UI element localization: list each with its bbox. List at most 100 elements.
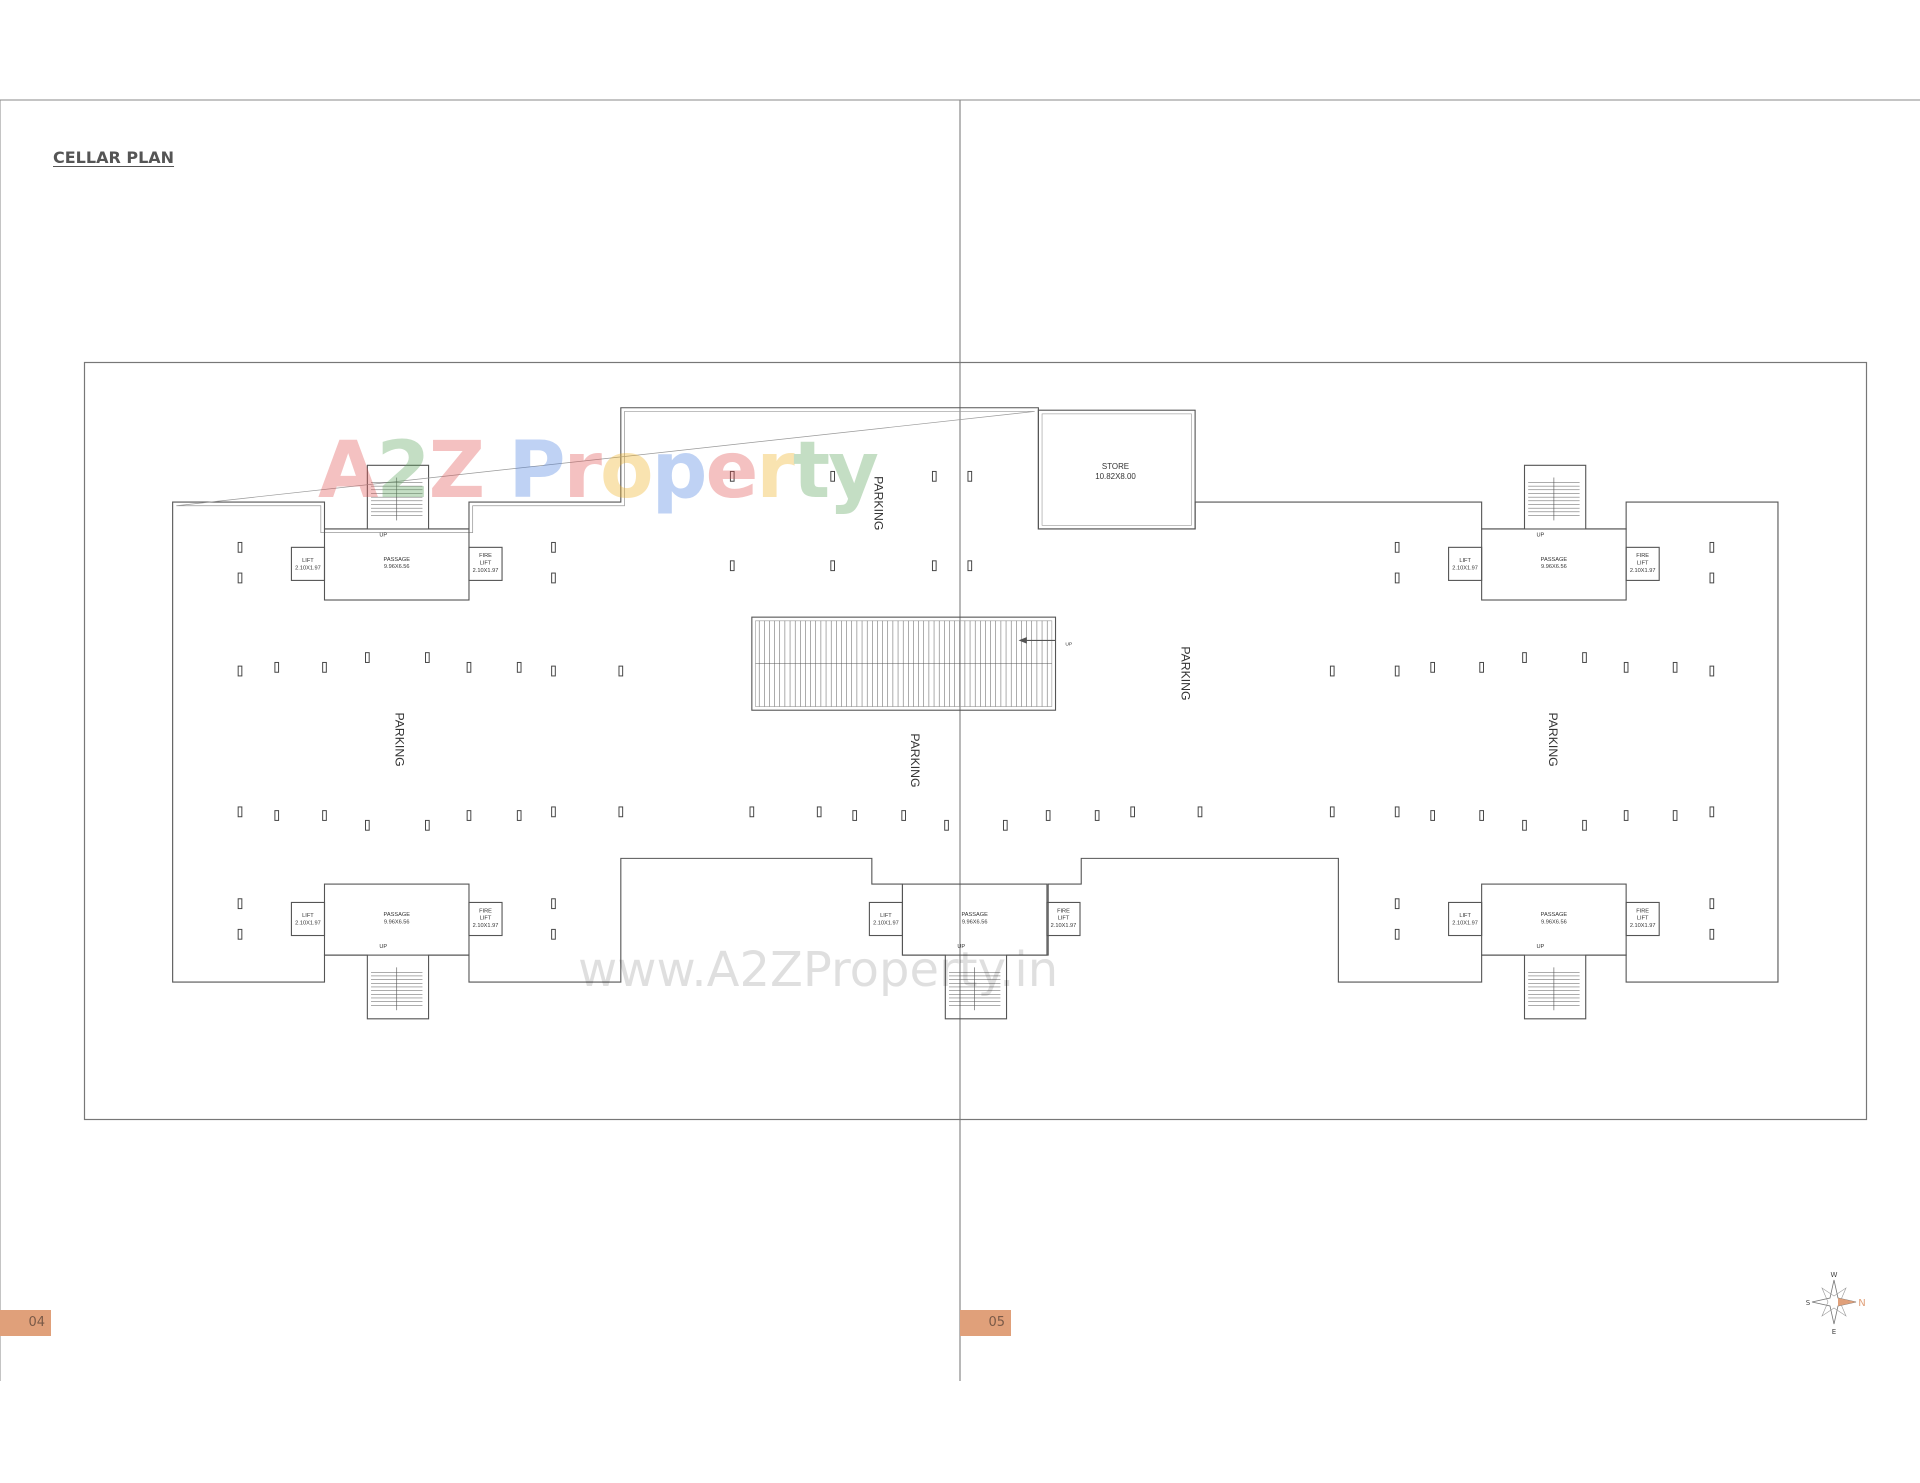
structural-column <box>1329 665 1335 677</box>
structural-column <box>967 560 973 572</box>
fire-lift-name: LIFT <box>1058 916 1070 922</box>
structural-column <box>1130 806 1135 818</box>
fire-lift-name: FIRE <box>479 553 492 559</box>
fire-lift-shaft <box>1046 901 1081 937</box>
structural-column <box>237 928 243 940</box>
structural-column <box>816 806 822 818</box>
page-number-right: 05 <box>960 1310 1011 1336</box>
compass-inner-icon <box>1821 1287 1847 1317</box>
lift-size: 2.10X1.97 <box>873 920 899 926</box>
staircase <box>1528 967 1580 1011</box>
fire-lift-name: FIRE <box>1636 908 1649 914</box>
staircase <box>948 967 1001 1011</box>
structural-column <box>1672 661 1678 673</box>
structural-column <box>237 541 243 553</box>
passage-name: PASSAGE <box>1541 912 1568 918</box>
stair-up-label: UP <box>957 944 965 950</box>
parking-label: PARKING <box>393 713 407 767</box>
compass-north: N <box>1858 1298 1865 1309</box>
watermark-logo: A2Z Property <box>318 426 879 516</box>
structural-column <box>1394 898 1400 910</box>
passage-size: 9.96X6.56 <box>1541 919 1567 925</box>
structural-column <box>1709 928 1715 940</box>
store-size: 10.82X8.00 <box>1095 472 1136 481</box>
structural-column <box>1094 810 1100 821</box>
structural-column <box>729 470 735 482</box>
passage-size: 9.96X6.56 <box>384 919 410 925</box>
lift-size: 2.10X1.97 <box>1452 920 1478 926</box>
store-inner-wall <box>1041 413 1192 526</box>
compass-east: E <box>1832 1328 1836 1336</box>
structural-column <box>1479 661 1484 673</box>
structural-column <box>1329 806 1335 818</box>
structural-column <box>901 810 907 821</box>
staircase <box>371 967 423 1011</box>
arrow-head-icon <box>1018 637 1027 644</box>
passage-name: PASSAGE <box>961 912 988 918</box>
lift-size: 2.10X1.97 <box>1452 565 1478 571</box>
structural-column <box>466 661 472 673</box>
plan-frame <box>83 361 1868 1121</box>
page-number-left: 04 <box>0 1310 51 1336</box>
structural-column <box>1430 661 1435 673</box>
passage-name: PASSAGE <box>384 557 411 563</box>
structural-column <box>425 819 430 831</box>
structural-column <box>1394 928 1400 940</box>
structural-column <box>516 661 522 673</box>
structural-column <box>425 652 430 663</box>
structural-column <box>365 652 370 663</box>
structural-column <box>551 665 556 677</box>
lift-name: LIFT <box>302 913 314 919</box>
structural-column <box>830 470 835 482</box>
structural-column <box>931 560 937 572</box>
north-arrow-icon <box>1838 1298 1856 1306</box>
structural-column <box>237 572 243 584</box>
fire-lift-shaft <box>1625 901 1660 937</box>
compass: W S E N <box>1806 1271 1866 1336</box>
fire-lift-shaft <box>468 546 503 581</box>
inner-wall-line <box>176 411 1035 534</box>
structural-column <box>365 819 370 831</box>
structural-column <box>1197 806 1203 818</box>
structural-column <box>967 470 973 482</box>
structural-column <box>1672 810 1678 821</box>
structural-column <box>551 572 556 584</box>
structural-column <box>237 665 243 677</box>
fire-lift-shaft <box>1625 546 1660 581</box>
staircase <box>1528 477 1580 521</box>
passage-name: PASSAGE <box>1541 557 1568 563</box>
fire-lift-name: LIFT <box>1637 560 1649 566</box>
passage-name: PASSAGE <box>384 912 411 918</box>
stair-up-label: UP <box>379 532 387 538</box>
structural-column <box>322 661 327 673</box>
structural-column <box>551 928 556 940</box>
structural-column <box>1479 810 1484 821</box>
structural-column <box>1623 810 1629 821</box>
structural-column <box>274 810 280 821</box>
compass-star-icon <box>1811 1279 1857 1325</box>
structural-column <box>516 810 522 821</box>
structural-column <box>1394 541 1400 553</box>
compass-south: S <box>1806 1299 1811 1307</box>
lift-size: 2.10X1.97 <box>295 920 321 926</box>
structural-column <box>749 806 755 818</box>
structural-column <box>1394 806 1400 818</box>
lift-shaft <box>290 546 326 581</box>
lift-shaft <box>1448 546 1483 581</box>
stair-up-label: UP <box>1537 532 1545 538</box>
staircase <box>371 477 423 521</box>
structural-column <box>1394 572 1400 584</box>
structural-column <box>1582 819 1587 831</box>
fire-lift-size: 2.10X1.97 <box>1051 923 1077 929</box>
lift-shaft <box>1448 901 1483 937</box>
lift-size: 2.10X1.97 <box>295 565 321 571</box>
stair-up-label: UP <box>379 944 387 950</box>
fire-lift-size: 2.10X1.97 <box>1630 568 1656 574</box>
fire-lift-name: LIFT <box>1637 916 1649 922</box>
structural-column <box>618 806 624 818</box>
fire-lift-shaft <box>468 901 503 937</box>
structural-column <box>830 560 835 572</box>
structural-column <box>618 665 624 677</box>
parking-label: PARKING <box>908 733 922 787</box>
